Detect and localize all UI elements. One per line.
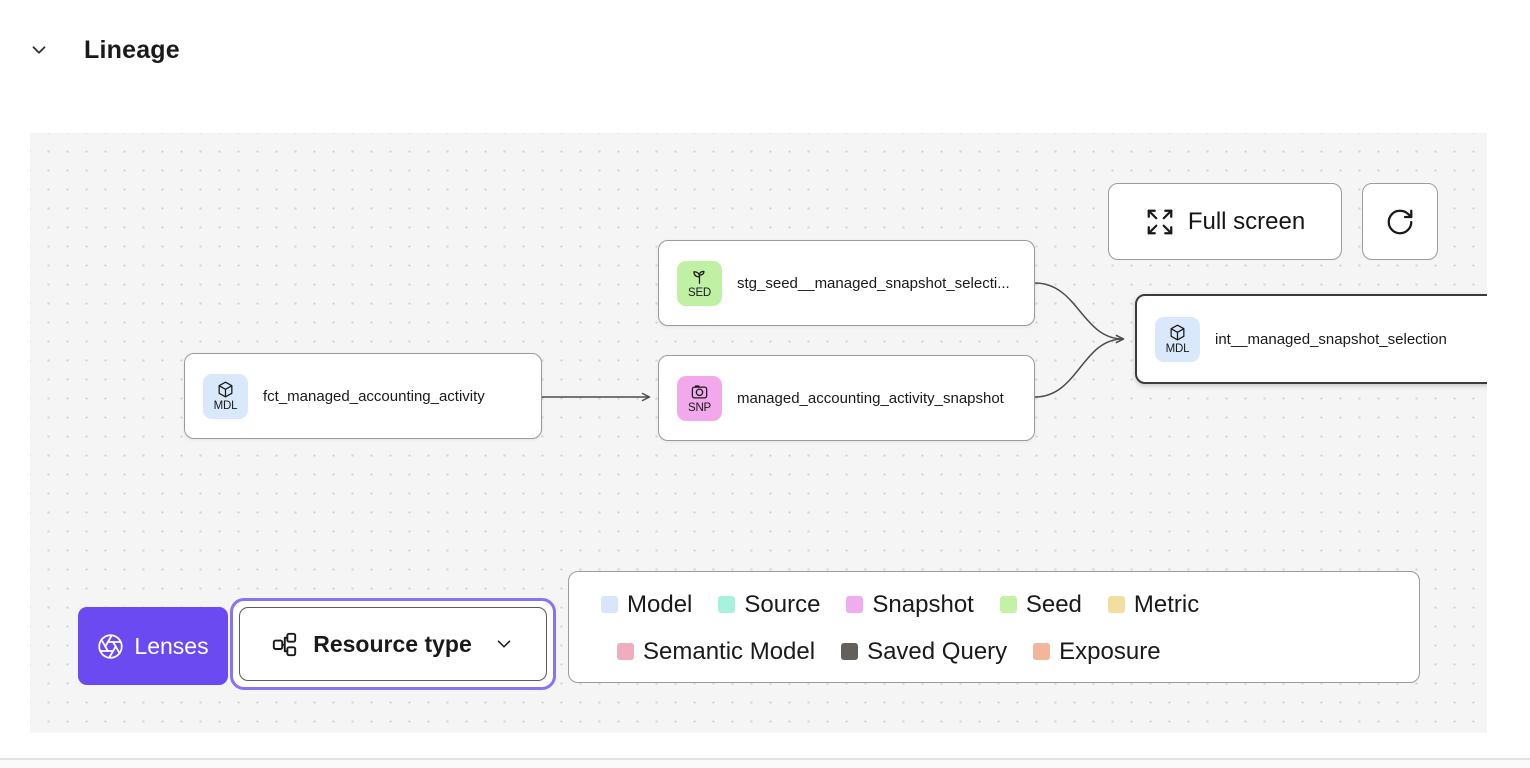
- legend-item-metric: Metric: [1107, 591, 1199, 619]
- legend-row: Semantic Model Saved Query Exposure: [601, 628, 1399, 675]
- legend-item-source: Source: [718, 591, 820, 619]
- lenses-label: Lenses: [134, 632, 209, 659]
- footer-strip: [0, 760, 1530, 768]
- full-screen-button[interactable]: Full screen: [1108, 183, 1342, 260]
- node-type-badge: SED: [687, 286, 712, 299]
- legend-row: Model Source Snapshot Seed Metric: [601, 581, 1399, 628]
- legend-item-saved-query: Saved Query: [841, 638, 1007, 666]
- expand-icon: [1147, 209, 1173, 234]
- refresh-icon: [1387, 209, 1413, 234]
- node-label: fct_managed_accounting_activity: [263, 387, 485, 405]
- node-label: managed_accounting_activity_snapshot: [737, 389, 1004, 407]
- resource-type-dropdown[interactable]: Resource type: [239, 607, 547, 681]
- seed-color-swatch: [999, 596, 1017, 613]
- semantic-model-color-swatch: [617, 643, 634, 660]
- node-type-badge: MDL: [1165, 342, 1190, 355]
- full-screen-label: Full screen: [1187, 207, 1306, 235]
- legend-item-model: Model: [601, 591, 692, 619]
- page-title: Lineage: [84, 35, 180, 64]
- legend-item-seed: Seed: [999, 591, 1082, 619]
- snapshot-camera-icon: SNP: [677, 375, 722, 421]
- aperture-icon: [98, 633, 124, 659]
- node-type-badge: MDL: [213, 399, 238, 412]
- model-cube-icon: MDL: [203, 373, 248, 419]
- lenses-button[interactable]: Lenses: [78, 607, 228, 685]
- model-color-swatch: [601, 596, 618, 613]
- seed-icon: SED: [677, 260, 722, 306]
- node-stg-seed-managed-snapshot-selection[interactable]: SED stg_seed__managed_snapshot_selecti..…: [658, 240, 1035, 326]
- exposure-color-swatch: [1033, 643, 1051, 660]
- node-managed-accounting-activity-snapshot[interactable]: SNP managed_accounting_activity_snapshot: [658, 355, 1035, 441]
- chevron-down-icon[interactable]: [28, 39, 50, 61]
- lineage-edges: [542, 282, 1125, 402]
- footer-divider: [0, 758, 1530, 760]
- refresh-button[interactable]: [1362, 183, 1438, 260]
- node-type-badge: SNP: [687, 401, 712, 414]
- edge-seed-to-int: [1034, 282, 1125, 344]
- legend-panel: Model Source Snapshot Seed Metric S: [568, 571, 1420, 683]
- metric-color-swatch: [1107, 596, 1125, 613]
- snapshot-color-swatch: [846, 596, 864, 613]
- lineage-section-header: Lineage: [28, 34, 180, 66]
- legend-item-semantic-model: Semantic Model: [617, 638, 815, 666]
- legend-item-snapshot: Snapshot: [846, 591, 974, 619]
- hierarchy-icon: [273, 632, 297, 656]
- edge-snapshot-to-int: [1034, 334, 1125, 398]
- resource-type-focus-ring: Resource type: [230, 598, 556, 690]
- model-cube-icon: MDL: [1155, 316, 1200, 362]
- node-int-managed-snapshot-selection[interactable]: MDL int__managed_snapshot_selection: [1135, 294, 1487, 384]
- chevron-down-icon: [497, 640, 511, 648]
- node-label: stg_seed__managed_snapshot_selecti...: [737, 274, 1010, 292]
- node-label: int__managed_snapshot_selection: [1215, 330, 1447, 348]
- source-color-swatch: [718, 596, 736, 613]
- lineage-canvas[interactable]: SED stg_seed__managed_snapshot_selecti..…: [30, 133, 1487, 733]
- node-fct-managed-accounting-activity[interactable]: MDL fct_managed_accounting_activity: [184, 353, 542, 439]
- saved-query-color-swatch: [841, 643, 859, 660]
- resource-type-label: Resource type: [313, 630, 472, 657]
- legend-item-exposure: Exposure: [1033, 638, 1161, 666]
